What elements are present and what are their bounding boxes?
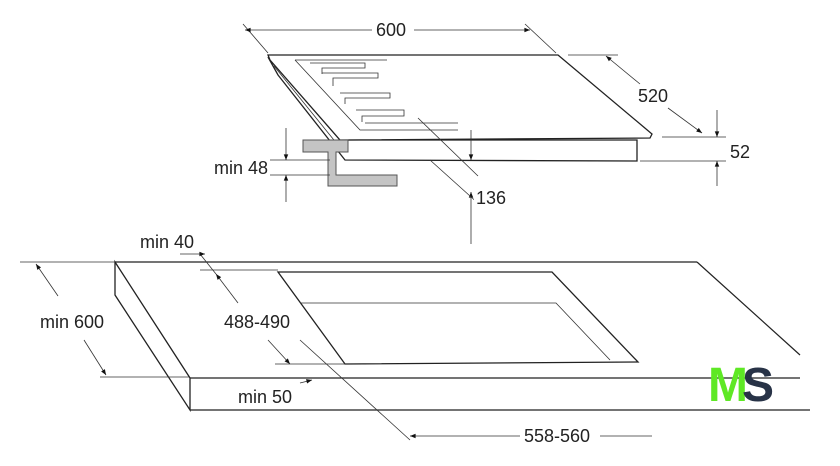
dim-hob-under-depth: 136 [474, 188, 509, 208]
hob [267, 54, 653, 187]
hob-dimension-lines [242, 23, 726, 244]
control-knobs [294, 59, 458, 131]
dim-hob-width: 600 [374, 20, 409, 40]
dim-cutout-depth: 488-490 [222, 312, 293, 332]
logo-letter-m: M [708, 359, 748, 412]
logo-letter-s: S [741, 359, 774, 412]
dim-hob-depth: 520 [636, 86, 671, 106]
dim-front-clearance: min 40 [138, 232, 197, 252]
cutout [276, 271, 640, 365]
dim-bracket-min: min 48 [212, 158, 271, 178]
worktop-dimension-lines [20, 251, 652, 441]
hob-top-surface [267, 54, 653, 141]
dim-hob-height: 52 [728, 142, 753, 162]
mounting-bracket [302, 139, 398, 187]
ms-logo: MS [708, 359, 774, 412]
dim-cutout-width: 558-560 [522, 426, 593, 446]
dim-rear-clearance: min 50 [236, 387, 295, 407]
worktop [114, 259, 810, 413]
dim-worktop-depth: min 600 [38, 312, 107, 332]
